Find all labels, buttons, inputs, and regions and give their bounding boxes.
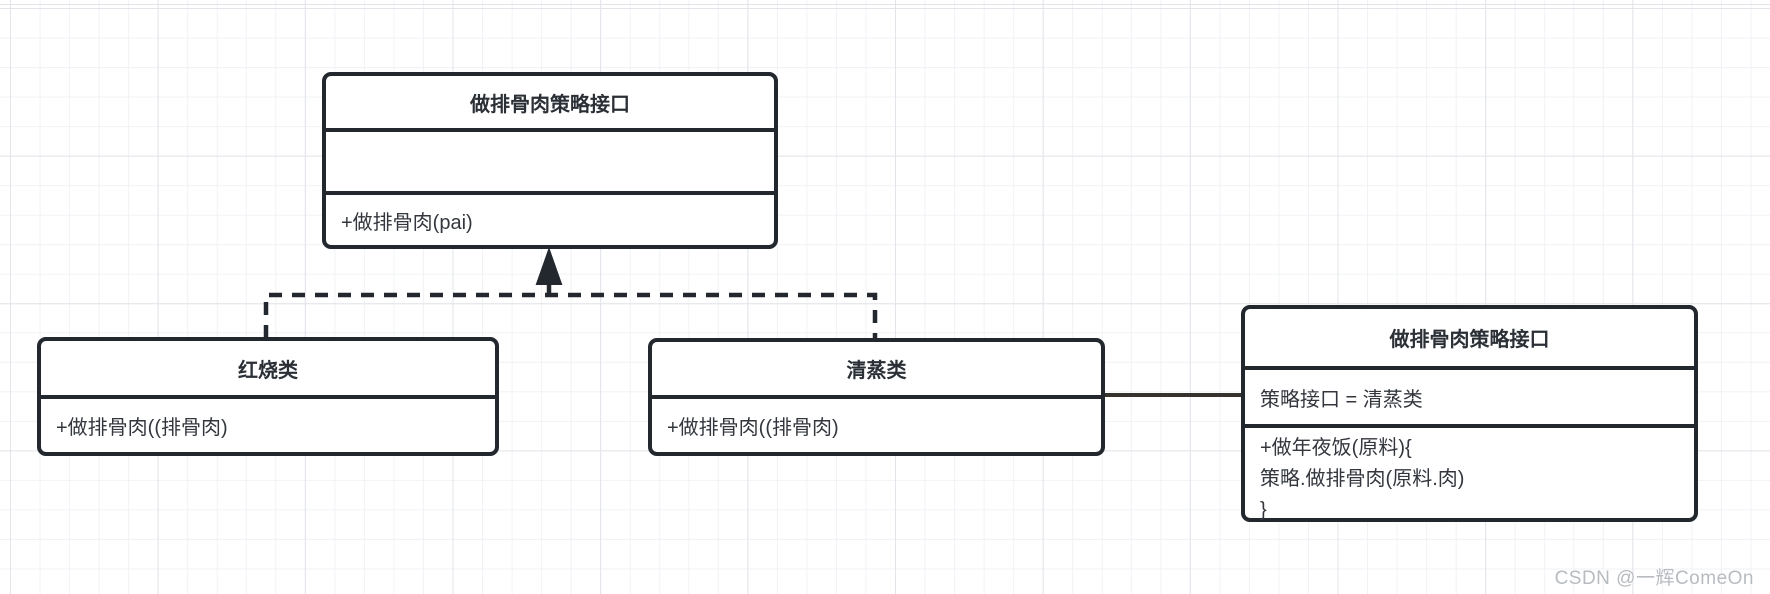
class-title: 清蒸类 <box>846 360 907 382</box>
class-method: +做排骨肉((排骨肉) <box>41 395 495 452</box>
class-box-steamed[interactable]: 清蒸类 +做排骨肉((排骨肉) <box>648 338 1105 456</box>
class-method: +做排骨肉(pai) <box>326 191 774 245</box>
class-box-strategy-interface[interactable]: 做排骨肉策略接口 +做排骨肉(pai) <box>322 72 778 249</box>
class-box-context[interactable]: 做排骨肉策略接口 策略接口 = 清蒸类 +做年夜饭(原料){ 策略.做排骨肉(原… <box>1241 305 1698 522</box>
class-method-block: +做年夜饭(原料){ 策略.做排骨肉(原料.肉) } <box>1245 424 1694 526</box>
realization-dashed-line <box>263 292 878 338</box>
method-line: } <box>1260 499 1267 521</box>
class-attributes-empty <box>326 128 774 191</box>
class-box-braised[interactable]: 红烧类 +做排骨肉((排骨肉) <box>37 337 499 456</box>
method-line: +做年夜饭(原料){ <box>1260 437 1412 459</box>
method-line: 策略.做排骨肉(原料.肉) <box>1260 468 1465 490</box>
class-title: 做排骨肉策略接口 <box>470 93 630 116</box>
class-title: 红烧类 <box>238 359 298 382</box>
csdn-watermark: CSDN @一辉ComeOn <box>1554 568 1754 589</box>
realization-arrow-head-icon <box>535 246 563 285</box>
class-method: +做排骨肉((排骨肉) <box>652 395 1101 452</box>
class-attribute: 策略接口 = 清蒸类 <box>1245 366 1694 424</box>
class-title: 做排骨肉策略接口 <box>1389 329 1550 351</box>
